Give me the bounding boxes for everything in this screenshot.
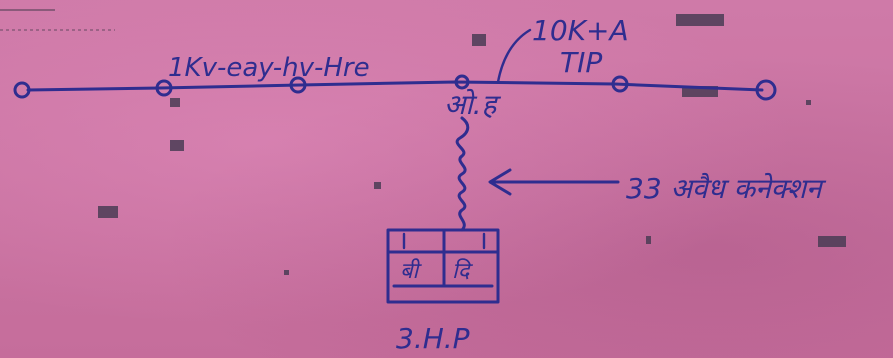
box-label-left: बी [400,258,423,284]
box-label-right: दि [452,258,474,284]
smudge [98,206,118,218]
arrow-head [488,168,512,196]
end-node-left [13,81,31,99]
coil [455,116,470,232]
line-node [611,75,629,93]
box-bottom-label: 3.H.P [396,322,470,355]
smudge [676,14,724,26]
line-node [155,79,173,97]
smudge [818,236,846,247]
top-right-label-line1: 10K+A [532,14,629,47]
smudge [284,270,289,275]
smudge [472,34,486,46]
line-label: 1Kv-eay-hv-Hre [168,53,370,83]
smudge [170,98,180,107]
end-node-right [755,79,777,101]
top-right-label-line2: TIP [560,46,602,79]
smudge [806,100,811,105]
smudge [682,86,718,97]
main-line [26,80,764,92]
arrow-label: 33 अवैध कनेक्शन [626,172,827,205]
smudge [374,182,381,189]
line-node [289,76,307,94]
line-node [454,74,470,90]
smudge [646,236,651,244]
smudge [170,140,184,151]
leader-line [496,28,532,84]
pole-label: ओ.ह [444,88,502,121]
